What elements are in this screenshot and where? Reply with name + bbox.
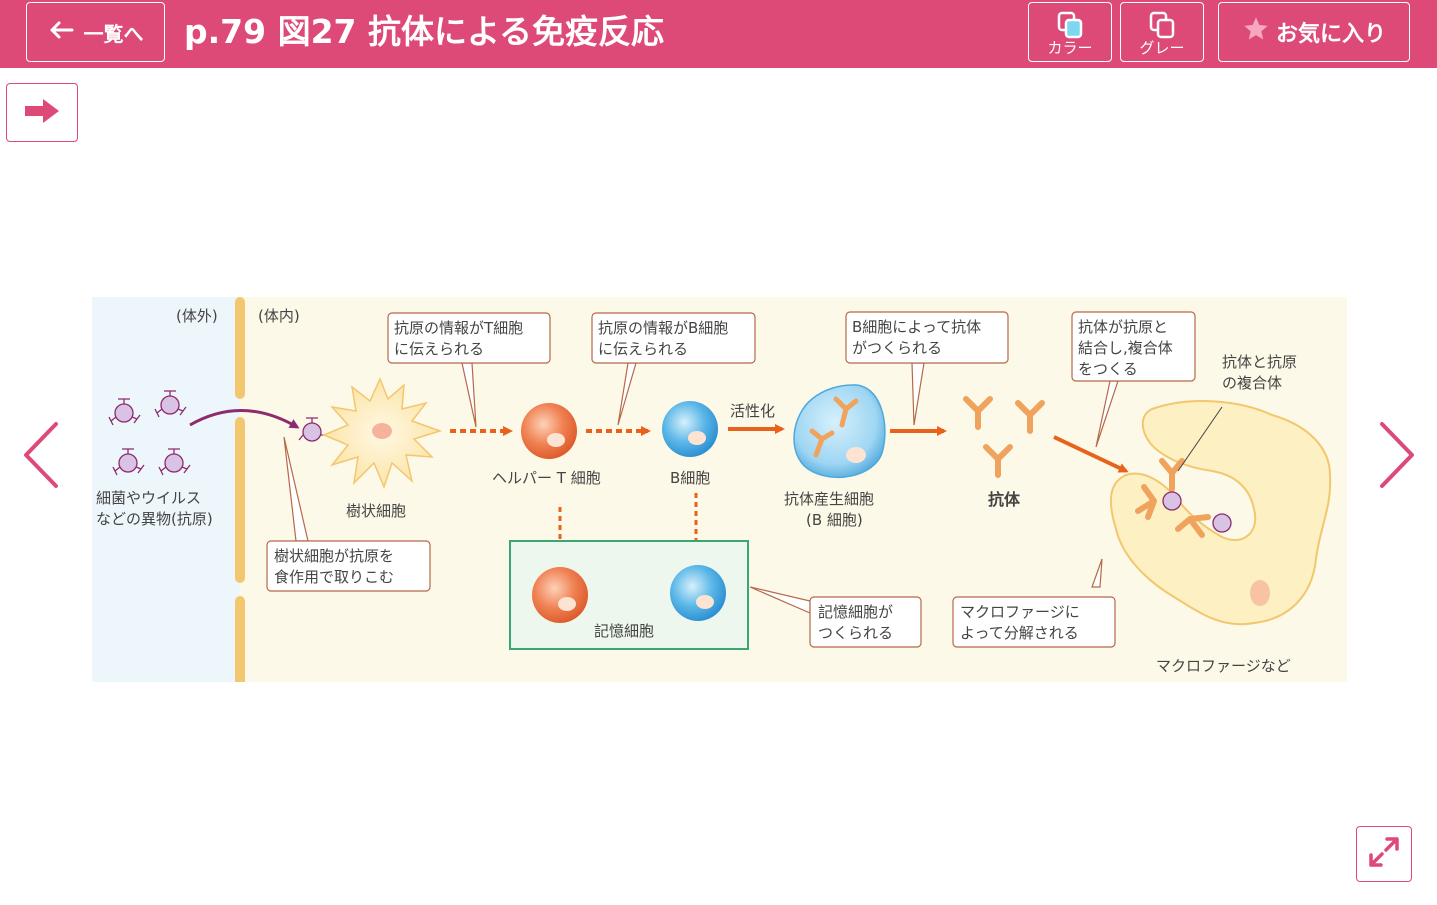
color-mode-button[interactable]: カラー	[1028, 2, 1112, 62]
expand-button[interactable]	[1356, 826, 1412, 882]
memory-b-cell	[670, 565, 726, 621]
svg-text:をつくる: をつくる	[1078, 360, 1138, 378]
arrow-to-macrophage	[1053, 435, 1129, 473]
antibody-label: 抗体	[988, 490, 1021, 509]
callout-complex-formation: 抗体が抗原と 結合し,複合体 をつくる	[1071, 311, 1196, 382]
favorite-button[interactable]: お気に入り	[1218, 2, 1410, 62]
svg-text:つくられる: つくられる	[818, 624, 893, 642]
helper-t-label: ヘルパー T 細胞	[492, 469, 601, 487]
b-cell-label: B細胞	[670, 469, 710, 487]
antigen-particles	[108, 390, 191, 476]
callout-memory: 記憶細胞が つくられる	[809, 596, 922, 648]
star-icon	[1242, 15, 1270, 49]
antigen-entry-arrow	[189, 409, 300, 429]
macrophage	[1109, 400, 1332, 626]
copy-gray-icon	[1149, 11, 1175, 39]
page-title: p.79 図27 抗体による免疫反応	[184, 12, 664, 51]
outside-label: (体外)	[176, 307, 218, 325]
gray-mode-button[interactable]: グレー	[1120, 2, 1204, 62]
svg-text:結合し,複合体: 結合し,複合体	[1078, 339, 1173, 357]
inside-label: (体内)	[258, 307, 300, 325]
callout-pointers	[283, 362, 1119, 614]
svg-text:樹状細胞が抗原を: 樹状細胞が抗原を	[274, 547, 394, 565]
svg-text:記憶細胞が: 記憶細胞が	[818, 603, 893, 621]
chevron-left-icon	[24, 422, 58, 488]
svg-text:マクロファージに: マクロファージに	[960, 603, 1080, 621]
macrophage-label: マクロファージなど	[1156, 657, 1291, 675]
svg-text:よって分解される: よって分解される	[960, 624, 1079, 642]
back-to-list-button[interactable]: 一覧へ	[26, 2, 165, 62]
complex-label-line1: 抗体と抗原	[1222, 353, 1297, 371]
plasma-cell	[793, 384, 886, 478]
header-bar: 一覧へ p.79 図27 抗体による免疫反応 カラー グレー お気に入り	[0, 0, 1437, 68]
memory-label: 記憶細胞	[594, 622, 654, 640]
next-figure-button[interactable]	[6, 83, 78, 142]
callout-b-info: 抗原の情報がB細胞 に伝えられる	[591, 312, 756, 364]
back-label: 一覧へ	[83, 21, 144, 46]
callout-antibody-production: B細胞によって抗体 がつくられる	[845, 311, 1009, 364]
arrow-right-icon	[23, 98, 61, 128]
svg-text:食作用で取りこむ: 食作用で取りこむ	[274, 568, 394, 586]
next-page-arrow[interactable]	[1378, 420, 1418, 494]
plasma-label-line1: 抗体産生細胞	[784, 490, 874, 508]
callout-phagocytosis: 樹状細胞が抗原を 食作用で取りこむ	[266, 540, 431, 592]
svg-text:に伝えられる: に伝えられる	[598, 340, 688, 358]
svg-text:に伝えられる: に伝えられる	[394, 340, 484, 358]
antigen-label-line2: などの異物(抗原)	[96, 510, 213, 528]
svg-text:がつくられる: がつくられる	[852, 339, 942, 357]
svg-text:抗原の情報がT細胞: 抗原の情報がT細胞	[394, 319, 523, 337]
immune-response-figure: (体外) (体内) 細菌やウイルス などの異物(抗原) 樹状細胞 ヘルパー T …	[92, 297, 1347, 686]
expand-icon	[1367, 835, 1401, 873]
complex-label-line2: の複合体	[1222, 374, 1282, 392]
svg-text:B細胞によって抗体: B細胞によって抗体	[852, 318, 981, 336]
prev-page-arrow[interactable]	[20, 420, 60, 494]
callout-macrophage-digestion: マクロファージに よって分解される	[952, 596, 1116, 648]
figure-diagram: (体外) (体内) 細菌やウイルス などの異物(抗原) 樹状細胞 ヘルパー T …	[92, 297, 1347, 686]
chevron-right-icon	[1380, 422, 1414, 488]
svg-text:抗原の情報がB細胞: 抗原の情報がB細胞	[598, 319, 728, 337]
complex-pointer-line	[1177, 406, 1223, 472]
svg-text:抗体が抗原と: 抗体が抗原と	[1078, 318, 1168, 336]
copy-color-icon	[1057, 11, 1083, 39]
antibody-group	[963, 396, 1045, 478]
dendritic-label: 樹状細胞	[346, 502, 406, 520]
b-cell	[662, 401, 718, 457]
activation-label: 活性化	[730, 402, 775, 420]
plasma-label-line2: (B 細胞)	[806, 511, 863, 529]
dendritic-cell	[322, 377, 443, 490]
memory-t-cell	[532, 567, 588, 623]
antigen-label-line1: 細菌やウイルス	[96, 489, 201, 507]
membrane-wall	[235, 297, 245, 686]
arrow-left-icon	[48, 20, 74, 45]
captured-antigen	[298, 417, 326, 442]
helper-t-cell	[521, 403, 577, 459]
outside-body-panel	[92, 297, 240, 682]
callout-t-info: 抗原の情報がT細胞 に伝えられる	[387, 312, 551, 364]
favorite-label: お気に入り	[1275, 22, 1386, 47]
color-mode-label: カラー	[1047, 39, 1093, 57]
gray-mode-label: グレー	[1139, 39, 1185, 57]
